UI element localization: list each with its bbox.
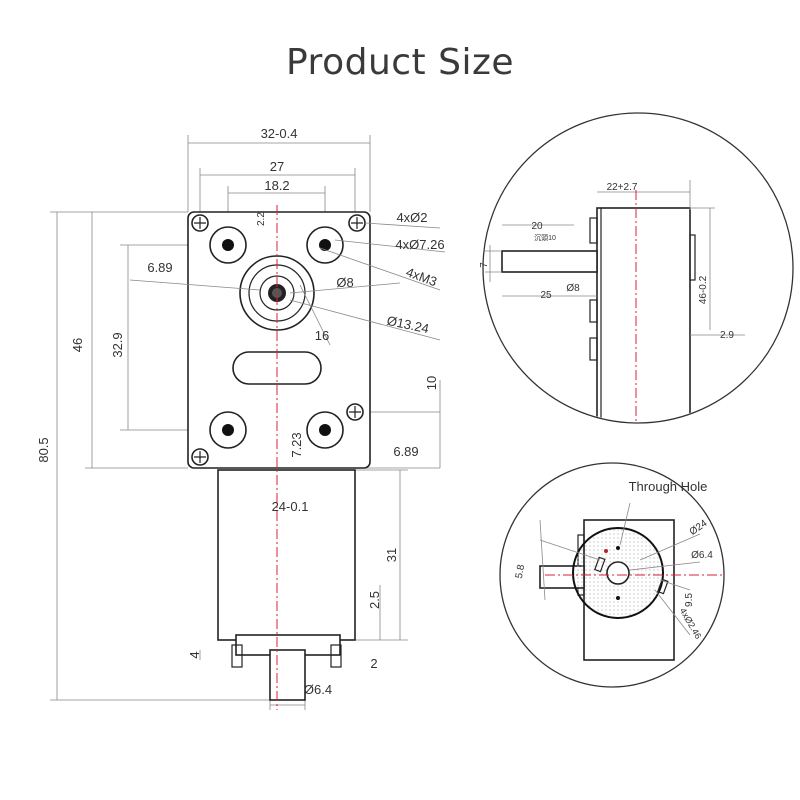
- note-countersink: 沉頭10: [534, 234, 556, 242]
- dim-width-overall: 32-0.4: [261, 126, 298, 141]
- dim-boss-dia: Ø6.4: [691, 550, 713, 561]
- dim-height-gearbox: 46: [70, 338, 85, 352]
- dim-hole-spacing: 32.9: [110, 332, 125, 357]
- dim-offset: 2.9: [720, 330, 734, 341]
- dim-width-screws: 27: [270, 159, 284, 174]
- label-screws: 4xØ2: [396, 210, 427, 225]
- terminal: [330, 644, 342, 668]
- page-title: Product Size: [285, 42, 515, 83]
- output-shaft-bearing: [239, 255, 315, 331]
- dim-boss-dia: Ø6.4: [304, 682, 332, 697]
- dim-shaft-offset: 7.23: [289, 432, 304, 457]
- dim-slot-length: 16: [315, 328, 329, 343]
- dim-motor-dia: 24-0.1: [272, 499, 309, 514]
- dim-offset-left: 6.89: [147, 260, 172, 275]
- dim-offset: 5.8: [514, 563, 527, 579]
- rear-boss: [269, 649, 306, 701]
- label-shaft-dia: Ø8: [336, 275, 353, 290]
- dim-height: 46-0.2: [698, 275, 709, 304]
- dim-width-holes: 18.2: [264, 178, 289, 193]
- dim-depth: 22+2.7: [607, 182, 638, 193]
- dim-shaft-flat: 20: [531, 221, 543, 232]
- dim-offset-bottom: 10: [424, 376, 439, 390]
- mounting-holes: [209, 226, 344, 449]
- label-bosses: 4xØ7.26: [395, 237, 444, 252]
- side-view-detail: 22+2.7 20 沉頭10 7 Ø8 25 46-0.2 2.9: [479, 112, 794, 424]
- dim-flat-width: 7: [479, 262, 490, 268]
- label-bearing-dia: Ø13.24: [386, 313, 431, 337]
- screw-icon: [191, 214, 366, 466]
- label-through-hole: Through Hole: [629, 479, 708, 494]
- dim-terminal-gap: 2: [370, 656, 377, 671]
- dim-motor-length: 31: [384, 548, 399, 562]
- dim-offset-right: 6.89: [393, 444, 418, 459]
- terminal: [231, 644, 243, 668]
- shaft: [501, 250, 598, 273]
- dim-height-total: 80.5: [36, 437, 51, 462]
- rear-view-detail: Through Hole Ø24 Ø6.4 5.8 9.5 4xØ2.46: [499, 462, 725, 688]
- dim-terminal-spacing: 9.5: [684, 593, 695, 607]
- dim-terminal-height: 4: [187, 651, 202, 658]
- label-threads: 4xM3: [404, 264, 439, 289]
- gearbox-plate: [187, 211, 371, 469]
- dim-shaft-length: 25: [540, 290, 552, 301]
- dim-shaft-dia: Ø8: [566, 283, 580, 294]
- dim-offset-top: 2.2: [256, 212, 267, 226]
- dim-terminal-length: 2.5: [367, 591, 382, 609]
- motor-body: [217, 469, 356, 641]
- front-view: 32-0.4 27 18.2 2.2 46 80.5 32.9 6.89 4xØ…: [36, 126, 446, 710]
